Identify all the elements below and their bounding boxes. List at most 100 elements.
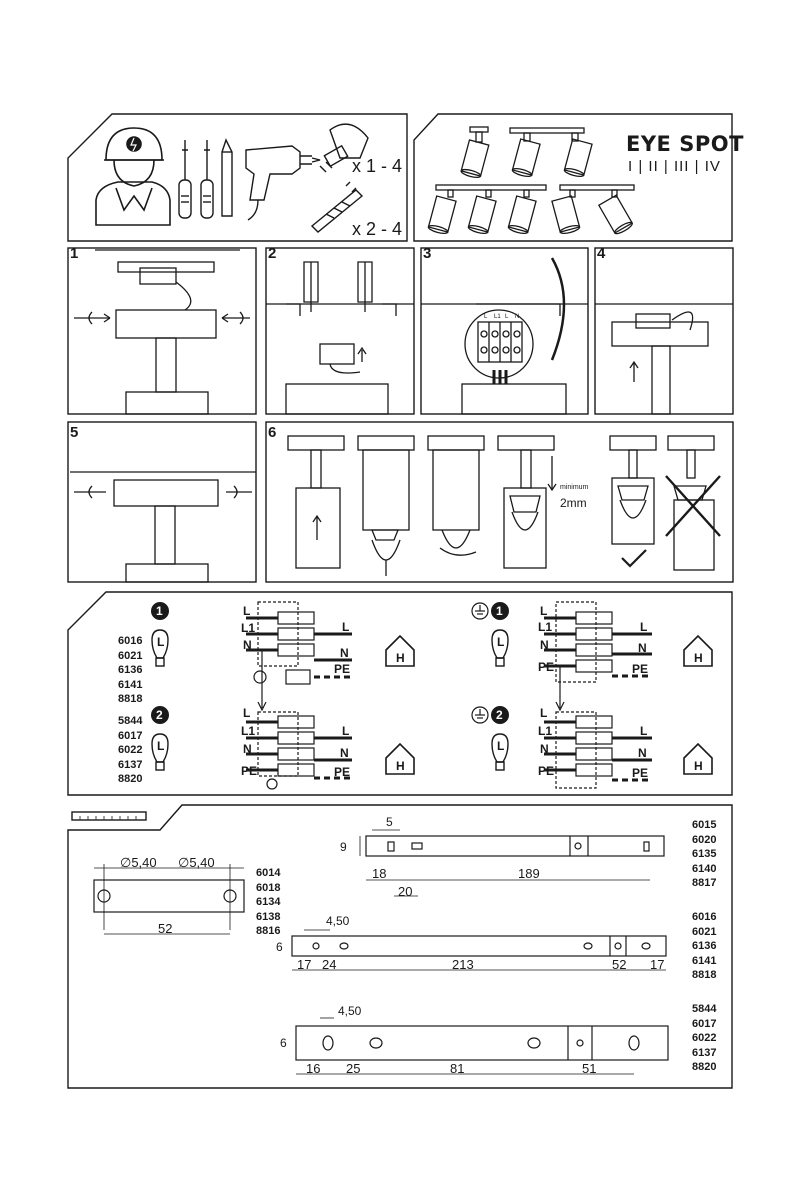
wire-label: N [340, 746, 349, 760]
wire-label: L [342, 620, 350, 634]
dimension-label: 17 [650, 957, 665, 972]
house-icons [385, 634, 713, 775]
dimension-label: 20 [398, 884, 413, 899]
bulb-letter: L [497, 635, 505, 649]
wire-label: L1 [241, 724, 256, 738]
step-number: 3 [423, 245, 432, 262]
wire-label: L1 [538, 620, 553, 634]
screwdriver-icon [178, 140, 214, 219]
dimension-label: 4,50 [338, 1004, 362, 1018]
dimension-label: 18 [372, 866, 387, 881]
step3-illustration [421, 257, 588, 415]
electrician-icon [95, 127, 171, 226]
wire-label: N [638, 746, 647, 760]
step4-illustration [595, 303, 733, 415]
variants-panel-frame [413, 113, 733, 242]
wire-label: N [340, 646, 349, 660]
dimension-label: 9 [340, 840, 347, 854]
wire-label: L1 [241, 621, 256, 635]
minimum-label: minimum [560, 484, 589, 491]
dimension-label: 6 [280, 1036, 287, 1050]
step5-panel [67, 421, 257, 583]
wire-label: N [243, 638, 252, 652]
bulb-quantity: x 1 - 4 [352, 156, 403, 176]
wire-label: PE [334, 765, 351, 779]
group-badge: 2 [496, 708, 503, 722]
terminal-label: L1 [494, 314, 501, 320]
tools-panel-frame [67, 113, 408, 242]
house-letter: H [396, 759, 405, 773]
bracket-small-drawing [93, 864, 245, 935]
dimension-label: 189 [518, 866, 540, 881]
wiring-diagram-top-left [246, 601, 352, 712]
wiring-diagram-top-right [544, 601, 652, 712]
step1-panel [67, 247, 257, 415]
bulb-letter: L [157, 635, 165, 649]
step-number: 6 [268, 424, 277, 441]
dimension-label: ∅5,40 [178, 855, 215, 870]
drill-icon [245, 145, 321, 221]
house-letter: H [694, 759, 703, 773]
wire-label: L [540, 604, 548, 618]
scale-ruler [71, 811, 147, 821]
wire-label: PE [538, 764, 555, 778]
house-letter: H [396, 651, 405, 665]
dimension-label: 17 [297, 957, 312, 972]
dimension-label: 51 [582, 1061, 597, 1076]
ruler-ticks [79, 816, 137, 820]
wire-label: L [640, 620, 648, 634]
step-number: 4 [597, 245, 606, 262]
product-title: EYE SPOT [626, 132, 744, 156]
wire-label: PE [632, 662, 649, 676]
minimum-gap-value: 2mm [560, 496, 587, 510]
wiring-panel-frame [67, 591, 733, 796]
step4-panel [594, 247, 734, 415]
wire-label: L [640, 724, 648, 738]
dimension-label: ∅5,40 [120, 855, 157, 870]
step6-panel [265, 421, 734, 583]
bar2-drawing [291, 929, 667, 971]
wiring-diagram-bottom-left [246, 711, 352, 790]
variant-numbers: I | II | III | IV [628, 158, 721, 175]
wire-label: N [638, 641, 647, 655]
terminal-label: L [505, 314, 509, 320]
dimension-label: 213 [452, 957, 474, 972]
numbered-badges [151, 602, 509, 724]
wire-label: PE [632, 766, 649, 780]
step5-illustration [70, 471, 256, 583]
pencil-icon [221, 138, 233, 217]
wire-label: L [540, 706, 548, 720]
step-number: 1 [70, 245, 79, 262]
wire-label: L [342, 724, 350, 738]
dimension-label: 81 [450, 1061, 465, 1076]
wire-label: L [243, 604, 251, 618]
step2-panel [265, 247, 415, 415]
group-badge: 1 [156, 604, 163, 618]
plug-quantity: x 2 - 4 [352, 219, 403, 239]
bar3-drawing [295, 1017, 669, 1075]
dimensions-panel-frame [67, 804, 733, 1089]
house-letter: H [694, 651, 703, 665]
earth-icons [471, 602, 489, 724]
wiring-diagram-bottom-right [544, 711, 652, 789]
wire-label: L [243, 706, 251, 720]
wire-label: PE [334, 662, 351, 676]
wall-plug-icon [310, 181, 364, 233]
wire-label: N [243, 742, 252, 756]
step6-illustration [287, 435, 721, 576]
step-number: 5 [70, 424, 79, 441]
dimension-label: 52 [612, 957, 627, 972]
bulb-icons [151, 629, 509, 771]
dimension-label: 6 [276, 940, 283, 954]
wire-label: L1 [538, 724, 553, 738]
step1-illustration [74, 249, 250, 415]
bulb-letter: L [157, 739, 165, 753]
wire-label: PE [241, 764, 258, 778]
